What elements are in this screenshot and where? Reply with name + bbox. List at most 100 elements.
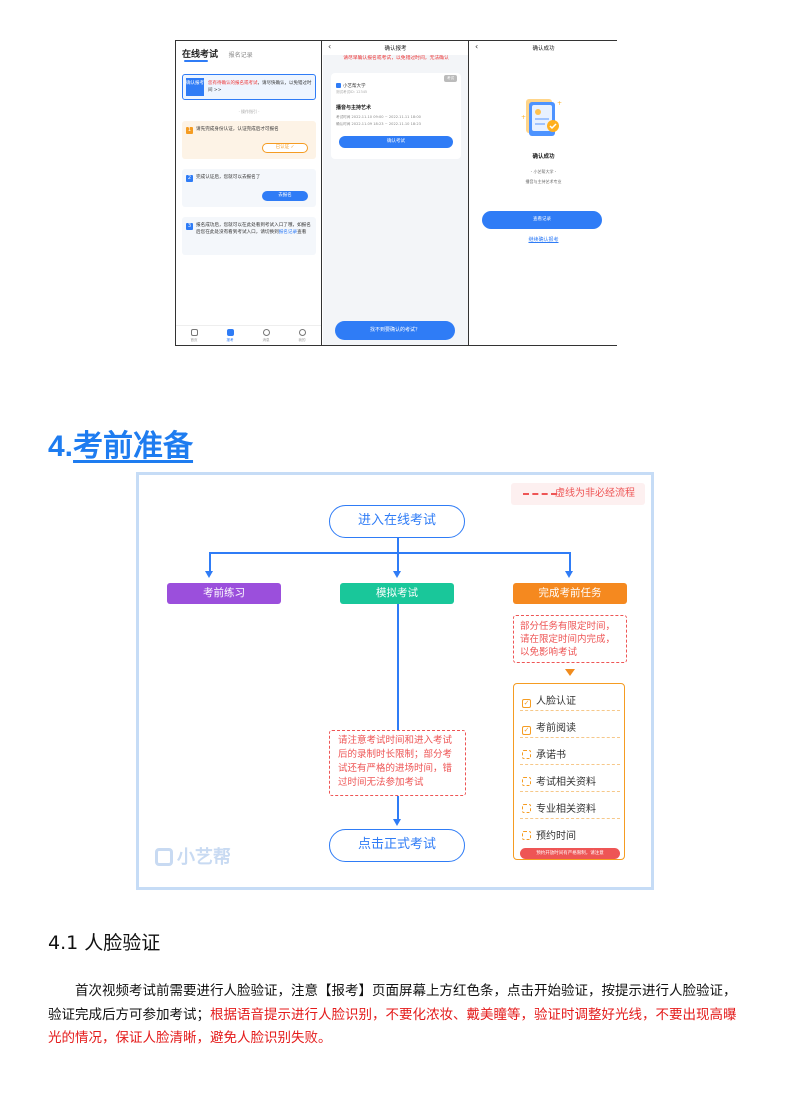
task-appointment: 预约时间 — [522, 827, 576, 842]
arrow-down-icon — [205, 571, 213, 578]
checkbox-empty-icon — [522, 750, 531, 759]
legend-dash-line — [523, 493, 557, 495]
confirm-time: 确认时间 2022.11.09 18:23 ~ 2022.11.10 18:23 — [336, 122, 421, 126]
screen-confirm-registration: ‹ 确认报考 请尽早确认报名或考试，以免错过时间，无法确认 考试 小艺帮大学 测… — [323, 41, 469, 345]
connector — [397, 796, 399, 820]
exam-badge: 考试 — [444, 75, 457, 82]
exam-icon — [226, 329, 234, 336]
major-name: 播音与主持艺术专业 — [525, 179, 562, 184]
legend-text: 虚线为非必经流程 — [555, 488, 635, 499]
task-pre-exam-reading: ✓考前阅读 — [522, 719, 576, 735]
arrow-down-icon — [393, 571, 401, 578]
message-icon — [262, 329, 270, 336]
verified-button[interactable]: 已认证 ✓ — [262, 143, 308, 153]
continue-confirm-link[interactable]: 继续确认报考 — [528, 237, 559, 243]
banner-text-red: 您有待确认的报名或考试 — [208, 81, 258, 86]
task-label: 预约时间 — [536, 831, 576, 842]
tab-registration-records[interactable]: 报名记录 — [228, 52, 253, 59]
face-verification-paragraph: 首次视频考试前需要进行人脸验证，注意【报考】页面屏幕上方红色条，点击开始验证，按… — [48, 980, 748, 1051]
banner-tag: 确认报考 — [186, 78, 204, 96]
exam-id: 测试考试ID: 12345 — [336, 90, 368, 94]
university-name: - 小艺帮大学 - — [530, 169, 557, 174]
watermark-logo: 小艺帮 — [155, 843, 231, 869]
nav-item-home[interactable]: 首页 — [184, 329, 204, 343]
nav-item-messages[interactable]: 消息 — [256, 329, 276, 343]
header: ‹ 确认成功 — [470, 41, 617, 55]
nav-label: 报考 — [226, 338, 234, 342]
divider — [520, 791, 620, 792]
step-text: 报名成功后，您就可以在此处看到考试入口了哦，如报名后您在此处没有看到考试入口，请… — [196, 223, 312, 236]
page-title: 确认成功 — [532, 46, 555, 52]
success-title: 确认成功 — [532, 154, 555, 160]
paragraph-warning-text: 根据语音提示进行人脸识别，不要化浓妆、戴美瞳等，验证时调整好光线，不要出现高曝光… — [48, 1006, 737, 1047]
step-text-b: 查看 — [297, 229, 307, 235]
banner-text-rest: ，请尽快确认，以免错过时间 >> — [208, 81, 312, 93]
task-exam-materials: 考试相关资料 — [522, 773, 596, 788]
logo-icon — [155, 848, 173, 866]
checkbox-empty-icon — [522, 831, 531, 840]
step-entry: 3 报名成功后，您就可以在此处看到考试入口了哦，如报名后您在此处没有看到考试入口… — [182, 217, 316, 255]
mock-exam-node: 模拟考试 — [340, 583, 454, 604]
task-major-materials: 专业相关资料 — [522, 800, 596, 815]
task-label: 专业相关资料 — [536, 804, 596, 815]
screen-confirm-success: ‹ 确认成功 + + 确认成功 - 小艺帮大学 - 播音与主持艺术专业 查看记录… — [470, 41, 617, 345]
step-text: 请先完成身份认证，认证完成后才可报名 — [196, 127, 279, 132]
guide-label: · 操作指引 · — [238, 109, 260, 114]
checkbox-checked-icon: ✓ — [522, 699, 531, 708]
success-illustration-icon: + + — [521, 99, 562, 136]
arrow-down-icon — [565, 571, 573, 578]
start-node: 进入在线考试 — [329, 505, 465, 538]
formal-exam-node: 点击正式考试 — [329, 829, 465, 862]
divider — [520, 764, 620, 765]
step-register: 2 完成认证后，您就可以去报名了 去报名 — [182, 169, 316, 207]
arrow-down-icon — [393, 819, 401, 826]
nav-item-exam[interactable]: 报考 — [220, 329, 240, 343]
task-warning-badge: 预约开放时间有严格限制，请注意 — [520, 848, 620, 859]
paragraph-text: 首次视频考试前需要进行人脸验证，注意【报考】页面屏幕上方红色条，点击开始验证，按… — [48, 983, 737, 1023]
nav-label: 我的 — [298, 338, 306, 342]
checkbox-empty-icon — [522, 804, 531, 813]
nav-label: 首页 — [190, 338, 198, 342]
task-label: 考前阅读 — [536, 723, 576, 734]
nav-item-profile[interactable]: 我的 — [292, 329, 312, 343]
section-heading-4-1: 4.1 人脸验证 — [48, 932, 161, 954]
step-number: 3 — [186, 223, 193, 230]
go-register-button[interactable]: 去报名 — [262, 191, 308, 201]
step-identity: 1 请先完成身份认证，认证完成后才可报名 已认证 ✓ — [182, 121, 316, 159]
divider — [520, 818, 620, 819]
exam-tabs: 在线考试 报名记录 — [182, 47, 253, 60]
connector — [397, 538, 399, 552]
major-name: 播音与主持艺术 — [336, 105, 372, 111]
profile-icon — [298, 329, 306, 336]
watermark-text: 小艺帮 — [177, 847, 231, 868]
step-number: 1 — [186, 127, 193, 134]
registration-records-link[interactable]: 报名记录 — [278, 229, 298, 235]
bottom-nav: 首页 报考 消息 我的 — [176, 325, 321, 345]
pre-exam-flow-diagram: 虚线为非必经流程 进入在线考试 考前练习 模拟考试 完成考前任务 请注意考试时间… — [136, 472, 654, 890]
tasks-time-note: 部分任务有限定时间，请在限定时间内完成，以免影响考试 — [513, 615, 627, 663]
connector — [209, 552, 211, 572]
step-number: 2 — [186, 175, 193, 182]
section-number: 4. — [48, 430, 74, 463]
pre-exam-tasks-node: 完成考前任务 — [513, 583, 627, 604]
confirm-banner[interactable]: 确认报考 您有待确认的报名或考试，请尽快确认，以免错过时间 >> — [182, 74, 316, 100]
divider — [520, 710, 620, 711]
arrow-down-icon — [565, 669, 575, 676]
connector — [209, 552, 569, 554]
back-icon[interactable]: ‹ — [328, 42, 332, 51]
practice-node: 考前练习 — [167, 583, 281, 604]
divider — [520, 737, 620, 738]
legend: 虚线为非必经流程 — [511, 483, 645, 505]
exam-card: 考试 小艺帮大学 测试考试ID: 12345 播音与主持艺术 考试时间 2022… — [331, 73, 461, 159]
nav-label: 消息 — [262, 338, 270, 342]
back-icon[interactable]: ‹ — [475, 42, 479, 51]
screen-online-exam: 在线考试 报名记录 确认报考 您有待确认的报名或考试，请尽快确认，以免错过时间 … — [176, 41, 322, 345]
step-text: 完成认证后，您就可以去报名了 — [196, 175, 261, 180]
tab-online-exam[interactable]: 在线考试 — [182, 50, 219, 60]
svg-text:+: + — [557, 100, 562, 107]
confirm-exam-button[interactable]: 确认考试 — [339, 136, 453, 148]
task-face-verification: ✓人脸认证 — [522, 692, 576, 708]
step-text-a: 报名成功后，您就可以在此处看到考试入口了哦，如报名后您在此处没有看到考试入口，请… — [196, 223, 311, 235]
view-records-button[interactable]: 查看记录 — [482, 211, 602, 229]
cannot-find-exam-button[interactable]: 找不到要确认的考试？ — [335, 321, 455, 340]
